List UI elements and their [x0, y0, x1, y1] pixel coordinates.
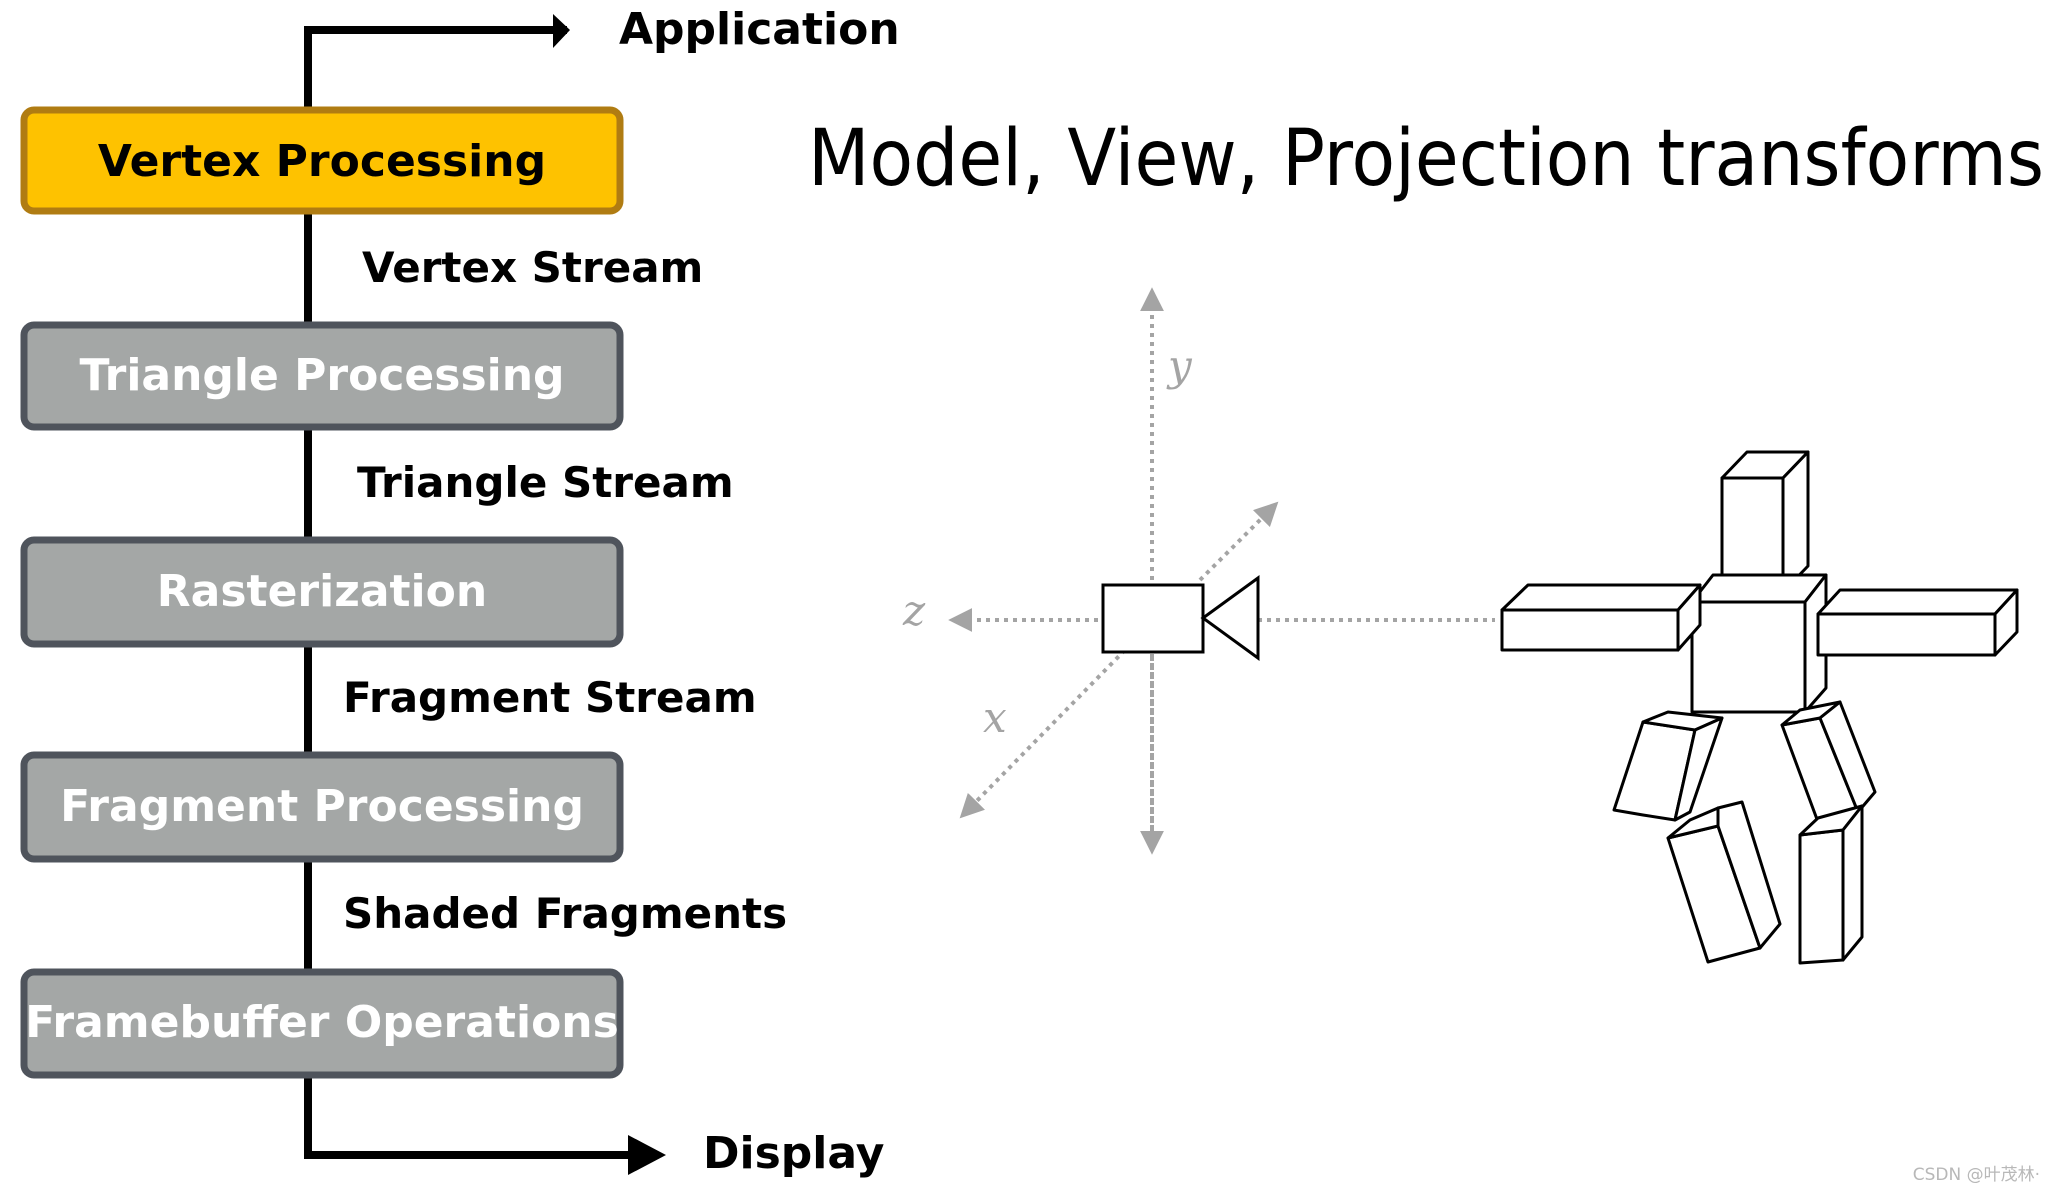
figure-head: [1720, 450, 1810, 594]
stage-framebuffer-operations: Framebuffer Operations: [20, 968, 624, 1079]
application-arrow-head: [553, 14, 570, 48]
stage-triangle-processing: Triangle Processing: [20, 321, 624, 431]
stage-box: [20, 968, 624, 1079]
application-label: Application: [619, 4, 900, 55]
figure-right-thigh: [1780, 700, 1877, 824]
watermark: CSDN @叶茂林·: [1913, 1165, 2040, 1185]
stream-label-vertex: Vertex Stream: [362, 243, 703, 292]
figure-left-shin: [1666, 800, 1782, 964]
y-axis-label: y: [1166, 341, 1193, 390]
stream-label-fragment: Fragment Stream: [343, 673, 757, 722]
stage-fragment-processing: Fragment Processing: [20, 751, 624, 863]
x-axis-back: [1198, 501, 1279, 582]
stage-box: [20, 321, 624, 431]
stream-label-shaded: Shaded Fragments: [343, 889, 787, 938]
stage-label: Rasterization: [157, 566, 487, 617]
stream-label-triangle: Triangle Stream: [357, 458, 734, 507]
x-axis-label: x: [983, 693, 1007, 742]
display-arrow-head: [628, 1135, 666, 1175]
display-output-line: [304, 1075, 640, 1159]
stage-box: [20, 536, 624, 648]
camera-icon: [1101, 575, 1260, 661]
display-label: Display: [703, 1128, 884, 1179]
stage-vertex-processing: Vertex Processing: [20, 106, 624, 215]
page-title: Model, View, Projection transforms: [808, 114, 2044, 204]
figure-left-thigh: [1612, 710, 1724, 822]
figure-model-icon: [1500, 450, 2019, 965]
application-input-arrow: [304, 26, 567, 108]
stage-label: Framebuffer Operations: [25, 997, 619, 1048]
figure-left-arm: [1500, 583, 1702, 652]
stage-box: [20, 751, 624, 863]
figure-right-arm: [1816, 588, 2019, 657]
stage-rasterization: Rasterization: [20, 536, 624, 648]
stage-box: [20, 106, 624, 215]
pipeline-connectors: [304, 14, 666, 1175]
camera-axes: y z x: [902, 287, 1495, 855]
stage-label: Triangle Processing: [79, 350, 564, 401]
x-axis: [959, 648, 1127, 819]
stage-label: Vertex Processing: [98, 136, 546, 187]
z-axis-label: z: [902, 586, 926, 635]
figure-torso: [1690, 573, 1828, 714]
figure-right-shin: [1798, 804, 1864, 965]
stage-label: Fragment Processing: [60, 781, 584, 832]
